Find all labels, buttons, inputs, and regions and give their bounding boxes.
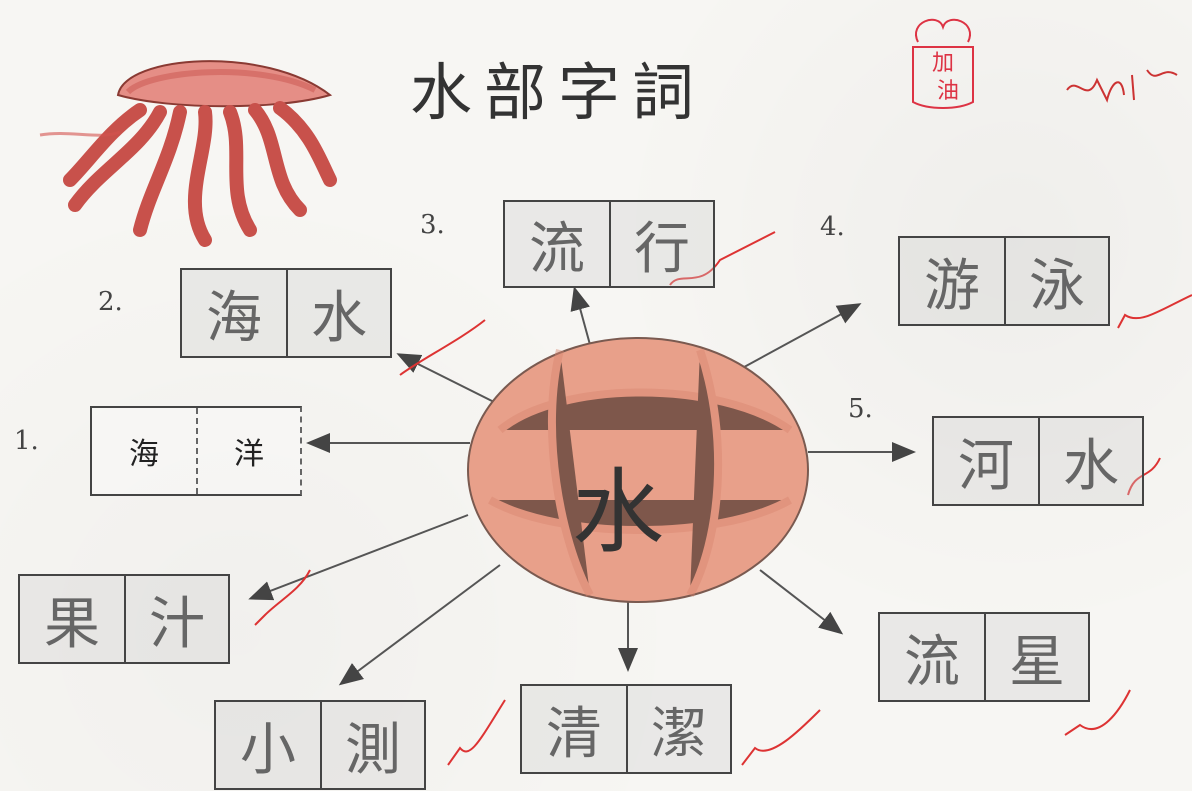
box-8-char-1: 清 [522,686,626,772]
red-scribble [1066,69,1178,103]
label-num-3: 3. [420,210,445,240]
encouragement-stamp: 加 油 [912,18,974,109]
check-6 [254,569,311,626]
page-title: 水部字詞 [410,56,707,129]
box-8-char-2: 潔 [626,686,730,772]
box-5-char-1: 河 [934,418,1038,504]
box-6-char-1: 果 [20,576,124,662]
arrow-6 [248,514,469,601]
word-box-8: 清 潔 [520,684,732,774]
arrow-2 [396,353,501,406]
box-2-char-1: 海 [182,270,286,356]
box-1-char-1: 海 [129,437,159,472]
box-4-char-1: 游 [900,238,1004,324]
check-8 [741,709,821,766]
check-3 [669,231,776,286]
check-7 [447,699,506,766]
box-9-char-2: 星 [984,614,1088,700]
label-num-2: 2. [98,287,123,317]
word-box-5: 河 水 [932,416,1144,506]
label-num-1: 1. [14,426,39,456]
arrow-4 [734,303,862,373]
word-box-6: 果 汁 [18,574,230,664]
box-7-char-1: 小 [216,702,320,788]
check-4 [1117,294,1192,329]
word-box-7: 小 測 [214,700,426,790]
jellyfish-drawing [39,60,337,247]
check-9 [1064,689,1131,736]
arrow-9 [759,569,844,635]
box-7-char-2: 測 [320,702,424,788]
arrow-3 [570,286,593,353]
word-box-4: 游 泳 [898,236,1110,326]
box-4-char-2: 泳 [1004,238,1108,324]
center-circle [467,337,809,603]
box-5-char-2: 水 [1038,418,1142,504]
box-2-char-2: 水 [286,270,390,356]
word-box-9: 流 星 [878,612,1090,702]
word-box-1: 海 洋 [90,406,302,496]
stamp-char-1: 加 [932,51,954,76]
box-3-char-2: 行 [609,202,713,286]
check-2 [399,319,486,376]
stamp-char-2: 油 [937,79,959,104]
word-box-2: 海 水 [180,268,392,358]
box-3-char-1: 流 [505,202,609,286]
box-9-char-1: 流 [880,614,984,700]
arrow-7 [338,564,501,686]
label-num-5: 5. [848,394,873,424]
word-box-3: 流 行 [503,200,715,288]
box-1-char-2: 洋 [196,408,300,494]
label-num-4: 4. [820,212,845,242]
center-character: 水 [571,459,664,566]
box-6-char-2: 汁 [124,576,228,662]
